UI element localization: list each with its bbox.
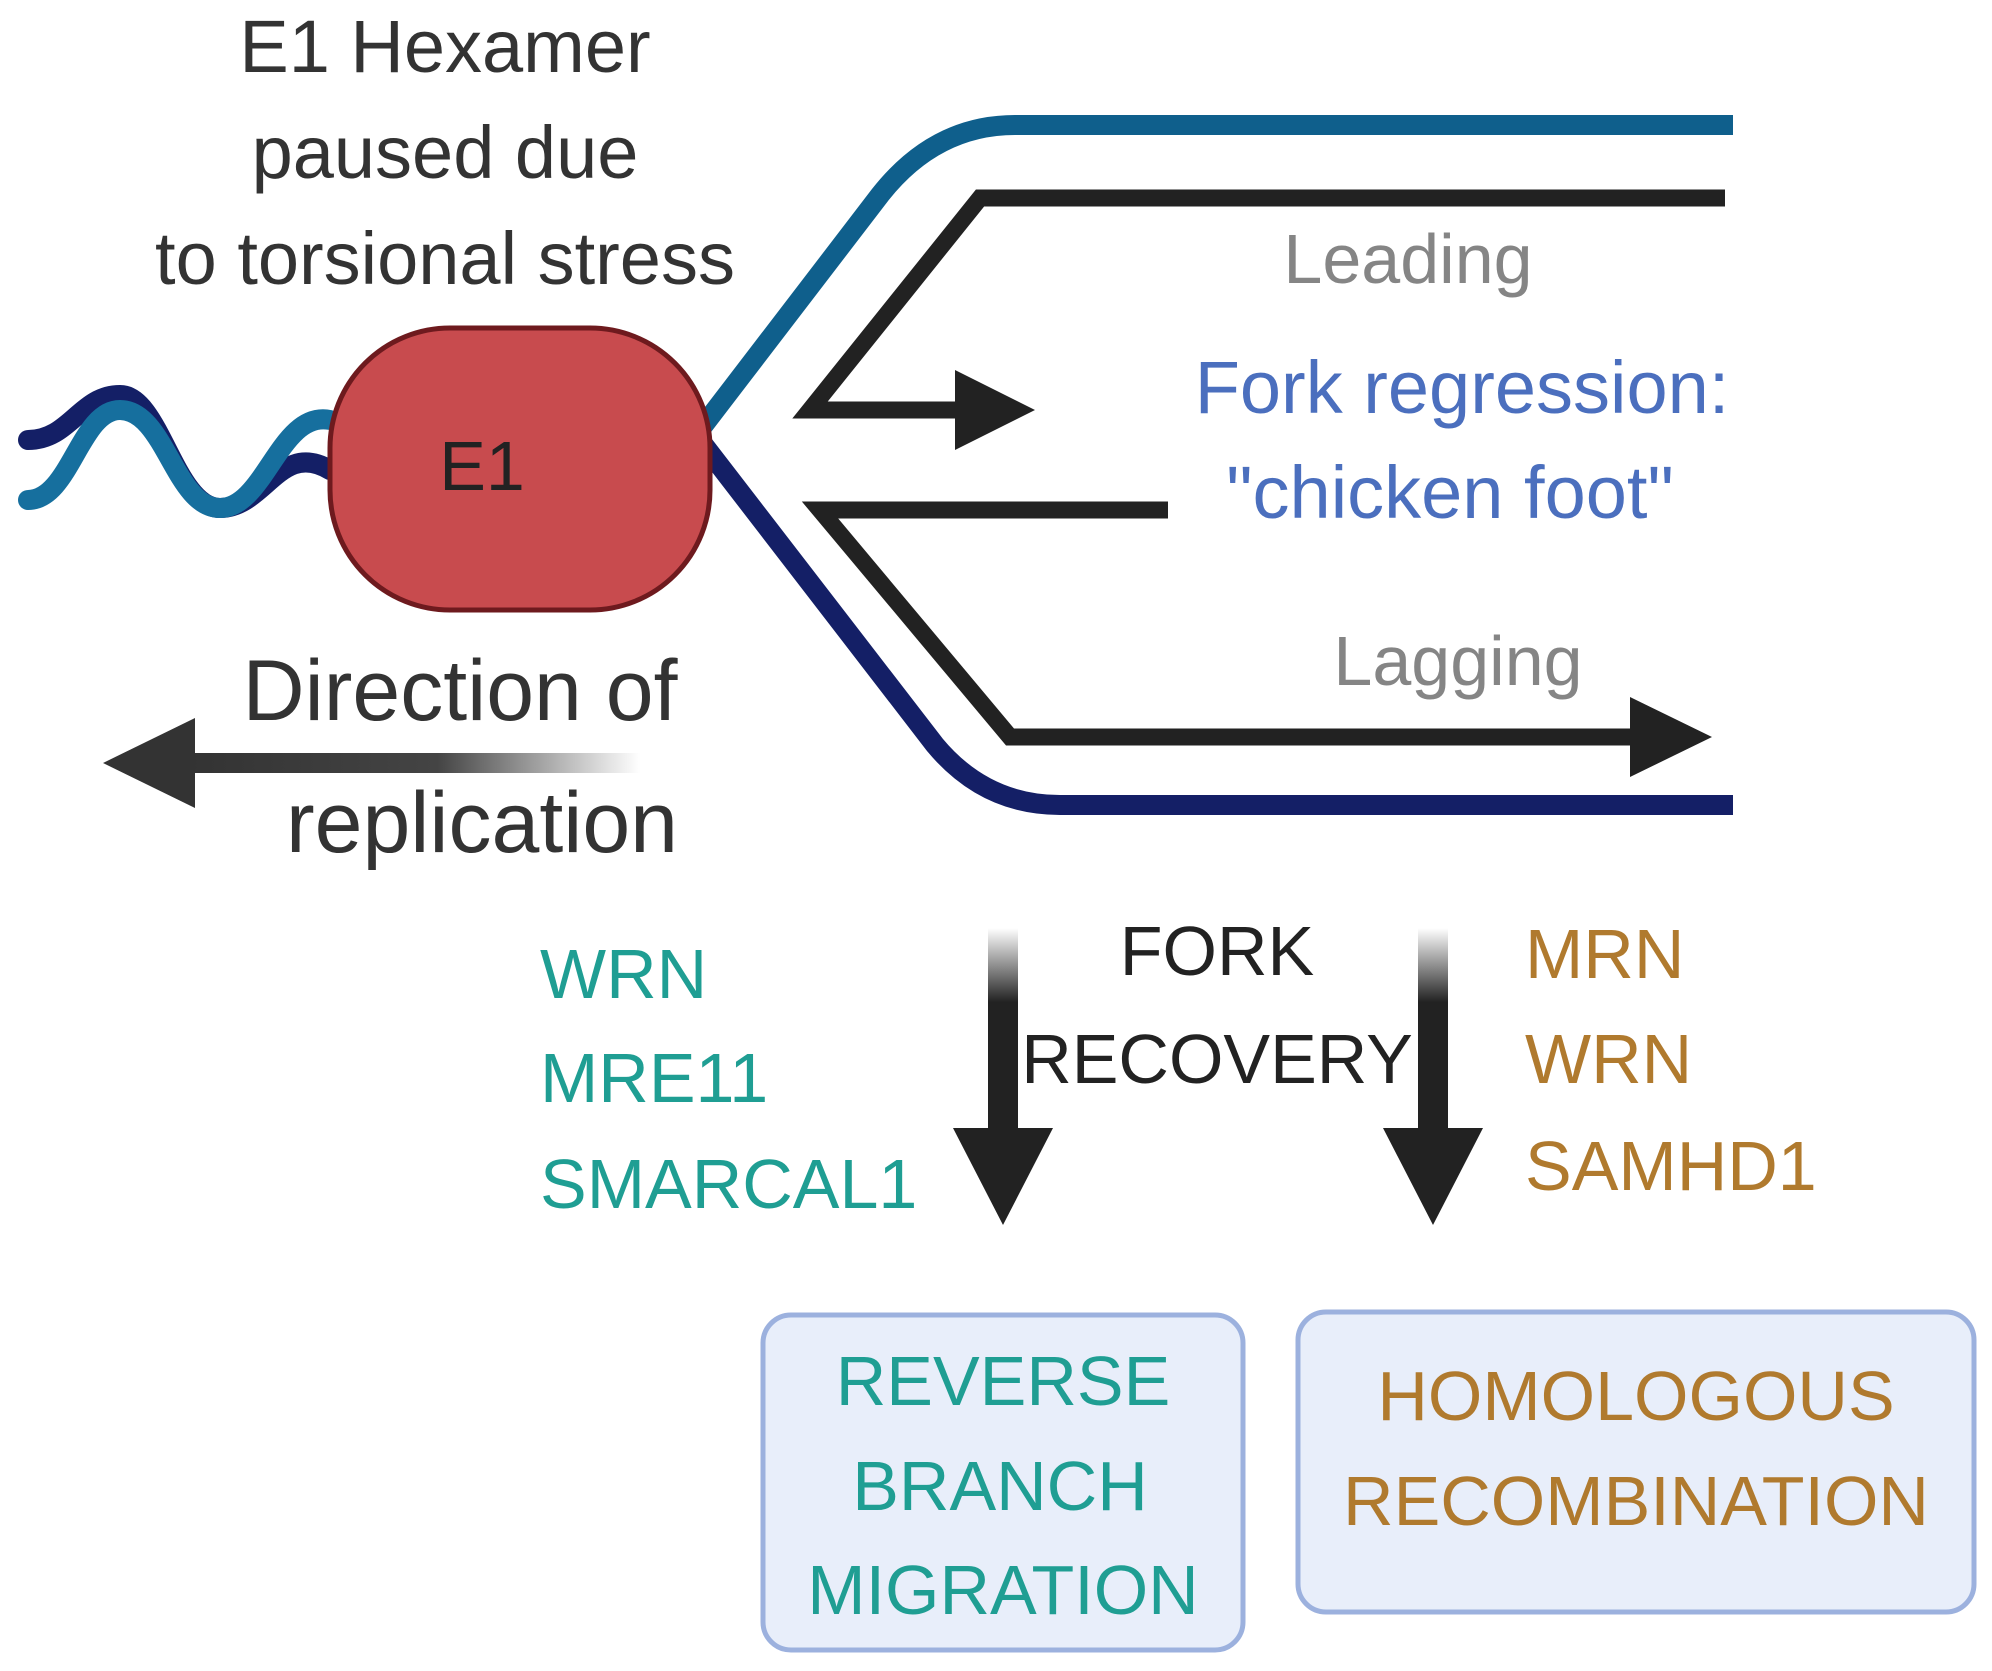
title-line-2: paused due: [252, 111, 639, 194]
outcome-left-line-2: BRANCH: [852, 1447, 1148, 1525]
recovery-arrow-left-shaft: [988, 928, 1018, 1140]
regression-line-1: Fork regression:: [1195, 346, 1730, 429]
right-factor-3: SAMHD1: [1525, 1127, 1817, 1205]
recovery-line-2: RECOVERY: [1021, 1020, 1413, 1098]
leading-label: Leading: [1283, 220, 1532, 298]
helix-strand-light: [18, 399, 340, 519]
outcome-right-line-2: RECOMBINATION: [1343, 1462, 1929, 1540]
recovery-arrow-right-head: [1383, 1128, 1483, 1225]
outcome-right-line-1: HOMOLOGOUS: [1377, 1357, 1894, 1435]
dna-double-helix: [18, 384, 340, 519]
direction-line-1: Direction of: [243, 643, 679, 739]
left-factor-2: MRE11: [540, 1039, 768, 1117]
parental-strand-bottom: [692, 433, 1733, 815]
direction-arrow-shaft: [190, 753, 640, 773]
direction-line-2: replication: [286, 775, 678, 871]
recovery-line-1: FORK: [1120, 912, 1314, 990]
right-factor-2: WRN: [1525, 1020, 1692, 1098]
title-line-1: E1 Hexamer: [239, 5, 650, 88]
right-factor-1: MRN: [1525, 915, 1684, 993]
direction-arrow: [103, 718, 640, 808]
lagging-label: Lagging: [1333, 622, 1582, 700]
direction-arrowhead: [103, 718, 195, 808]
outcome-left-line-3: MIGRATION: [807, 1551, 1198, 1629]
left-factor-3: SMARCAL1: [540, 1145, 917, 1223]
outcome-left-line-1: REVERSE: [836, 1342, 1171, 1420]
e1-label: E1: [439, 427, 525, 505]
e1-hexamer: [327, 325, 713, 613]
outcome-box-right: [1295, 1309, 1977, 1615]
outcome-box-left: [760, 1312, 1246, 1653]
recovery-arrow-left: [953, 928, 1053, 1225]
leading-strand: [792, 189, 1725, 419]
title-line-3: to torsional stress: [155, 217, 735, 300]
lagging-strand: [801, 501, 1650, 746]
lagging-arrowhead: [1630, 697, 1712, 777]
recovery-arrow-right-shaft: [1418, 928, 1448, 1140]
recovery-arrow-left-head: [953, 1128, 1053, 1225]
recovery-arrow-right: [1383, 928, 1483, 1225]
left-factor-1: WRN: [540, 935, 707, 1013]
leading-arrowhead: [955, 370, 1035, 450]
parental-strand-top: [692, 115, 1733, 437]
regression-line-2: "chicken foot": [1226, 451, 1673, 534]
